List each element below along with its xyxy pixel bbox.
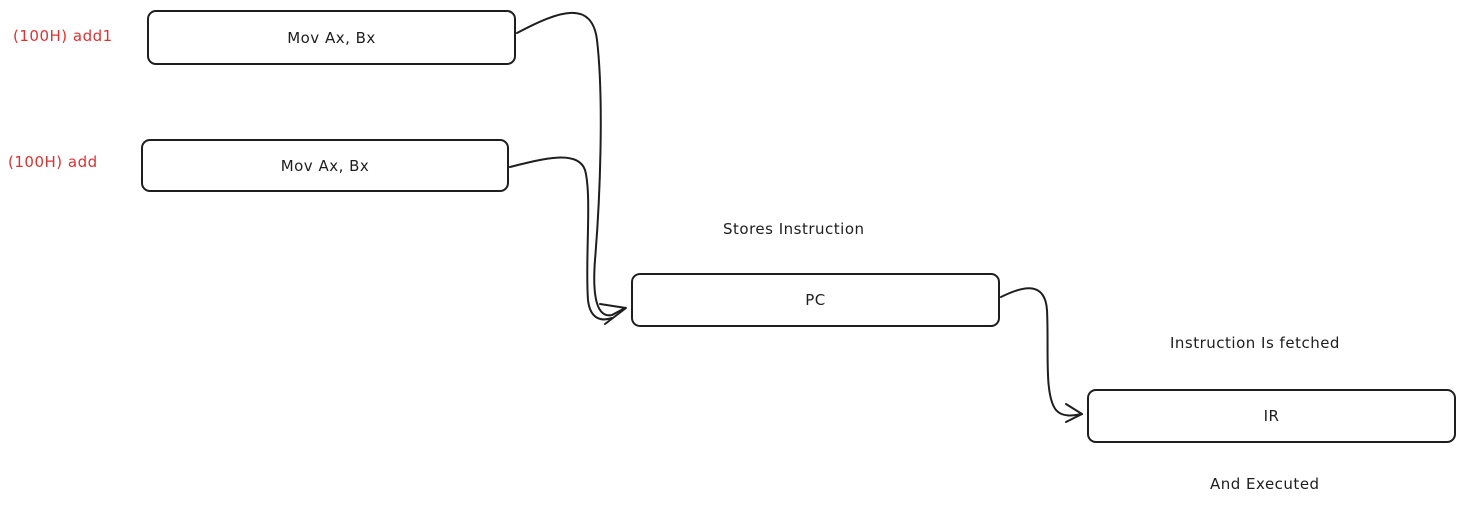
address-label-add1: (100H) add1 <box>13 27 113 45</box>
instruction-box-2[interactable]: Mov Ax, Bx <box>141 139 509 192</box>
arrowhead-pc <box>599 303 627 325</box>
pc-box-text: PC <box>805 291 826 309</box>
ir-box[interactable]: IR <box>1087 389 1456 443</box>
connector-mov1-to-pc <box>516 11 626 317</box>
connector-pc-to-ir <box>1000 287 1083 417</box>
annotation-and-executed: And Executed <box>1210 475 1320 493</box>
address-label-add: (100H) add <box>8 153 98 171</box>
annotation-instruction-fetched: Instruction Is fetched <box>1170 334 1340 352</box>
arrowhead-ir <box>1065 403 1083 423</box>
instruction-box-2-text: Mov Ax, Bx <box>280 156 370 175</box>
annotation-stores-instruction: Stores Instruction <box>723 220 865 238</box>
connector-mov2-to-pc <box>509 156 613 321</box>
pc-box[interactable]: PC <box>631 273 1000 327</box>
instruction-box-1[interactable]: Mov Ax, Bx <box>147 10 516 65</box>
ir-box-text: IR <box>1263 407 1280 425</box>
instruction-box-1-text: Mov Ax, Bx <box>287 28 376 47</box>
